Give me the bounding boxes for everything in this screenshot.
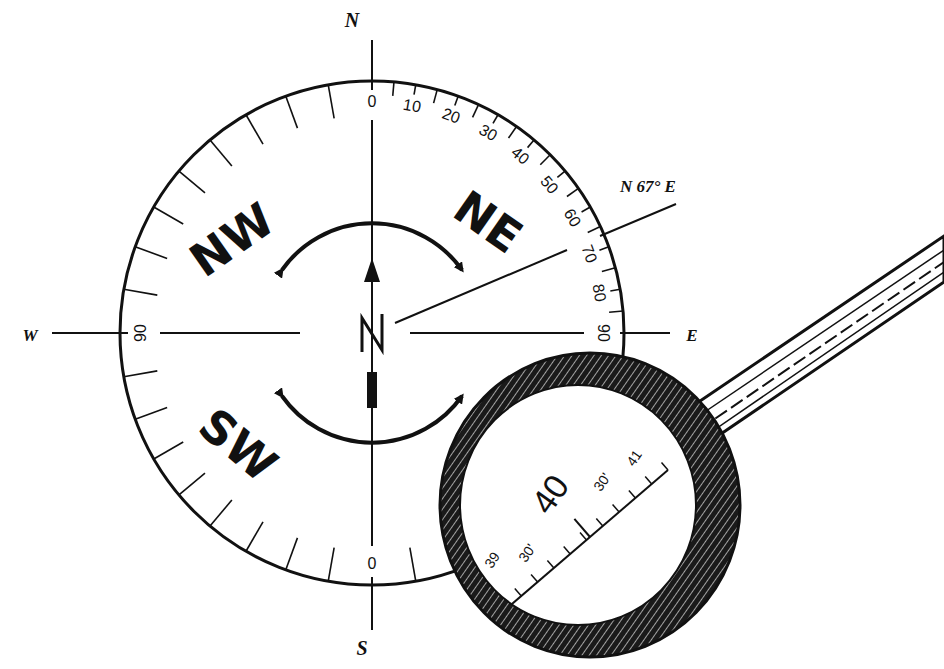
west-axis xyxy=(160,332,300,334)
degree-tick xyxy=(414,85,416,95)
degree-tick xyxy=(588,227,601,233)
minute-tick xyxy=(629,490,636,498)
cardinal-point: W xyxy=(22,327,37,344)
magnified-minute: 30' xyxy=(516,542,538,565)
magnified-minute: 30' xyxy=(591,471,613,494)
minute-tick xyxy=(580,532,587,540)
degree-tick xyxy=(602,268,616,272)
minute-tick xyxy=(613,504,620,512)
degree-tick xyxy=(493,115,498,124)
degree-tick xyxy=(135,408,167,420)
minute-tick xyxy=(645,476,652,484)
magnified-degree: 41 xyxy=(624,448,644,469)
degree-tick xyxy=(610,289,620,291)
degree-number: 10 xyxy=(402,96,422,115)
degree-tick xyxy=(567,188,578,196)
degree-tick xyxy=(154,207,183,224)
degree-number: 0 xyxy=(368,94,377,110)
bearing-line xyxy=(600,204,676,236)
degree-tick xyxy=(410,548,416,581)
magnified-degree: 39 xyxy=(482,550,502,571)
north-axis xyxy=(371,40,373,90)
magnified-ticks xyxy=(498,462,668,610)
minute-tick xyxy=(564,546,571,554)
degree-tick xyxy=(434,90,438,104)
degree-tick xyxy=(246,115,263,144)
degree-tick xyxy=(455,96,458,105)
degree-tick xyxy=(540,155,550,165)
minute-tick xyxy=(661,462,668,470)
minute-tick xyxy=(515,588,522,596)
quadrant-label: SW xyxy=(191,400,285,489)
magnified-scale-edge xyxy=(505,470,668,610)
lens-glass xyxy=(460,385,696,625)
south-axis xyxy=(371,577,373,630)
degree-ticks xyxy=(124,82,623,581)
degree-number: 90 xyxy=(595,324,611,342)
degree-number: 80 xyxy=(590,283,609,303)
magnifying-glass xyxy=(440,236,944,657)
lens-rim xyxy=(440,353,740,657)
needle-tail xyxy=(367,372,377,408)
minute-tick xyxy=(498,602,505,610)
degree-tick xyxy=(609,311,623,312)
east-axis xyxy=(620,332,670,334)
degree-tick xyxy=(328,85,334,118)
degree-number: 50 xyxy=(537,173,561,197)
minute-tick xyxy=(596,518,603,526)
west-axis xyxy=(52,332,128,334)
degree-number: 30 xyxy=(476,122,499,145)
minute-tick xyxy=(531,574,538,582)
east-axis xyxy=(410,332,584,334)
degree-number: 20 xyxy=(440,105,462,126)
degree-tick xyxy=(286,96,298,128)
quadrant-label: NE xyxy=(446,183,530,261)
compass-ring xyxy=(120,81,624,585)
degree-tick xyxy=(124,371,157,377)
degree-tick xyxy=(328,548,334,581)
degree-tick xyxy=(286,538,298,570)
degree-tick xyxy=(135,247,167,259)
minute-tick xyxy=(547,560,554,568)
degree-number: 40 xyxy=(509,144,533,168)
degree-number: 70 xyxy=(579,243,600,265)
degree-tick xyxy=(154,442,183,459)
degree-tick xyxy=(393,82,394,96)
needle-tip xyxy=(364,258,380,282)
degree-tick xyxy=(210,140,232,166)
degree-tick xyxy=(210,500,232,526)
degree-number: 0 xyxy=(368,556,377,572)
degree-tick xyxy=(574,519,590,537)
degree-tick xyxy=(179,473,205,495)
degree-tick xyxy=(246,522,263,551)
degree-tick xyxy=(599,247,608,250)
cardinal-point: N xyxy=(345,10,359,30)
degree-tick xyxy=(473,105,479,118)
degree-tick xyxy=(124,289,157,295)
magnified-degree: 40 xyxy=(525,469,575,519)
bearing-label: N 67° E xyxy=(620,178,676,195)
cardinal-point: S xyxy=(356,638,367,658)
degree-tick xyxy=(557,171,565,177)
quadrant-label: NW xyxy=(182,196,281,285)
degree-number: 60 xyxy=(561,206,584,229)
cardinal-point: E xyxy=(686,327,697,344)
degree-tick xyxy=(582,207,591,212)
bearing-line xyxy=(395,250,567,323)
needle-mark xyxy=(362,314,382,352)
degree-tick xyxy=(509,127,517,138)
degree-tick xyxy=(179,171,205,193)
degree-number: 90 xyxy=(133,324,149,342)
degree-tick xyxy=(528,140,534,148)
